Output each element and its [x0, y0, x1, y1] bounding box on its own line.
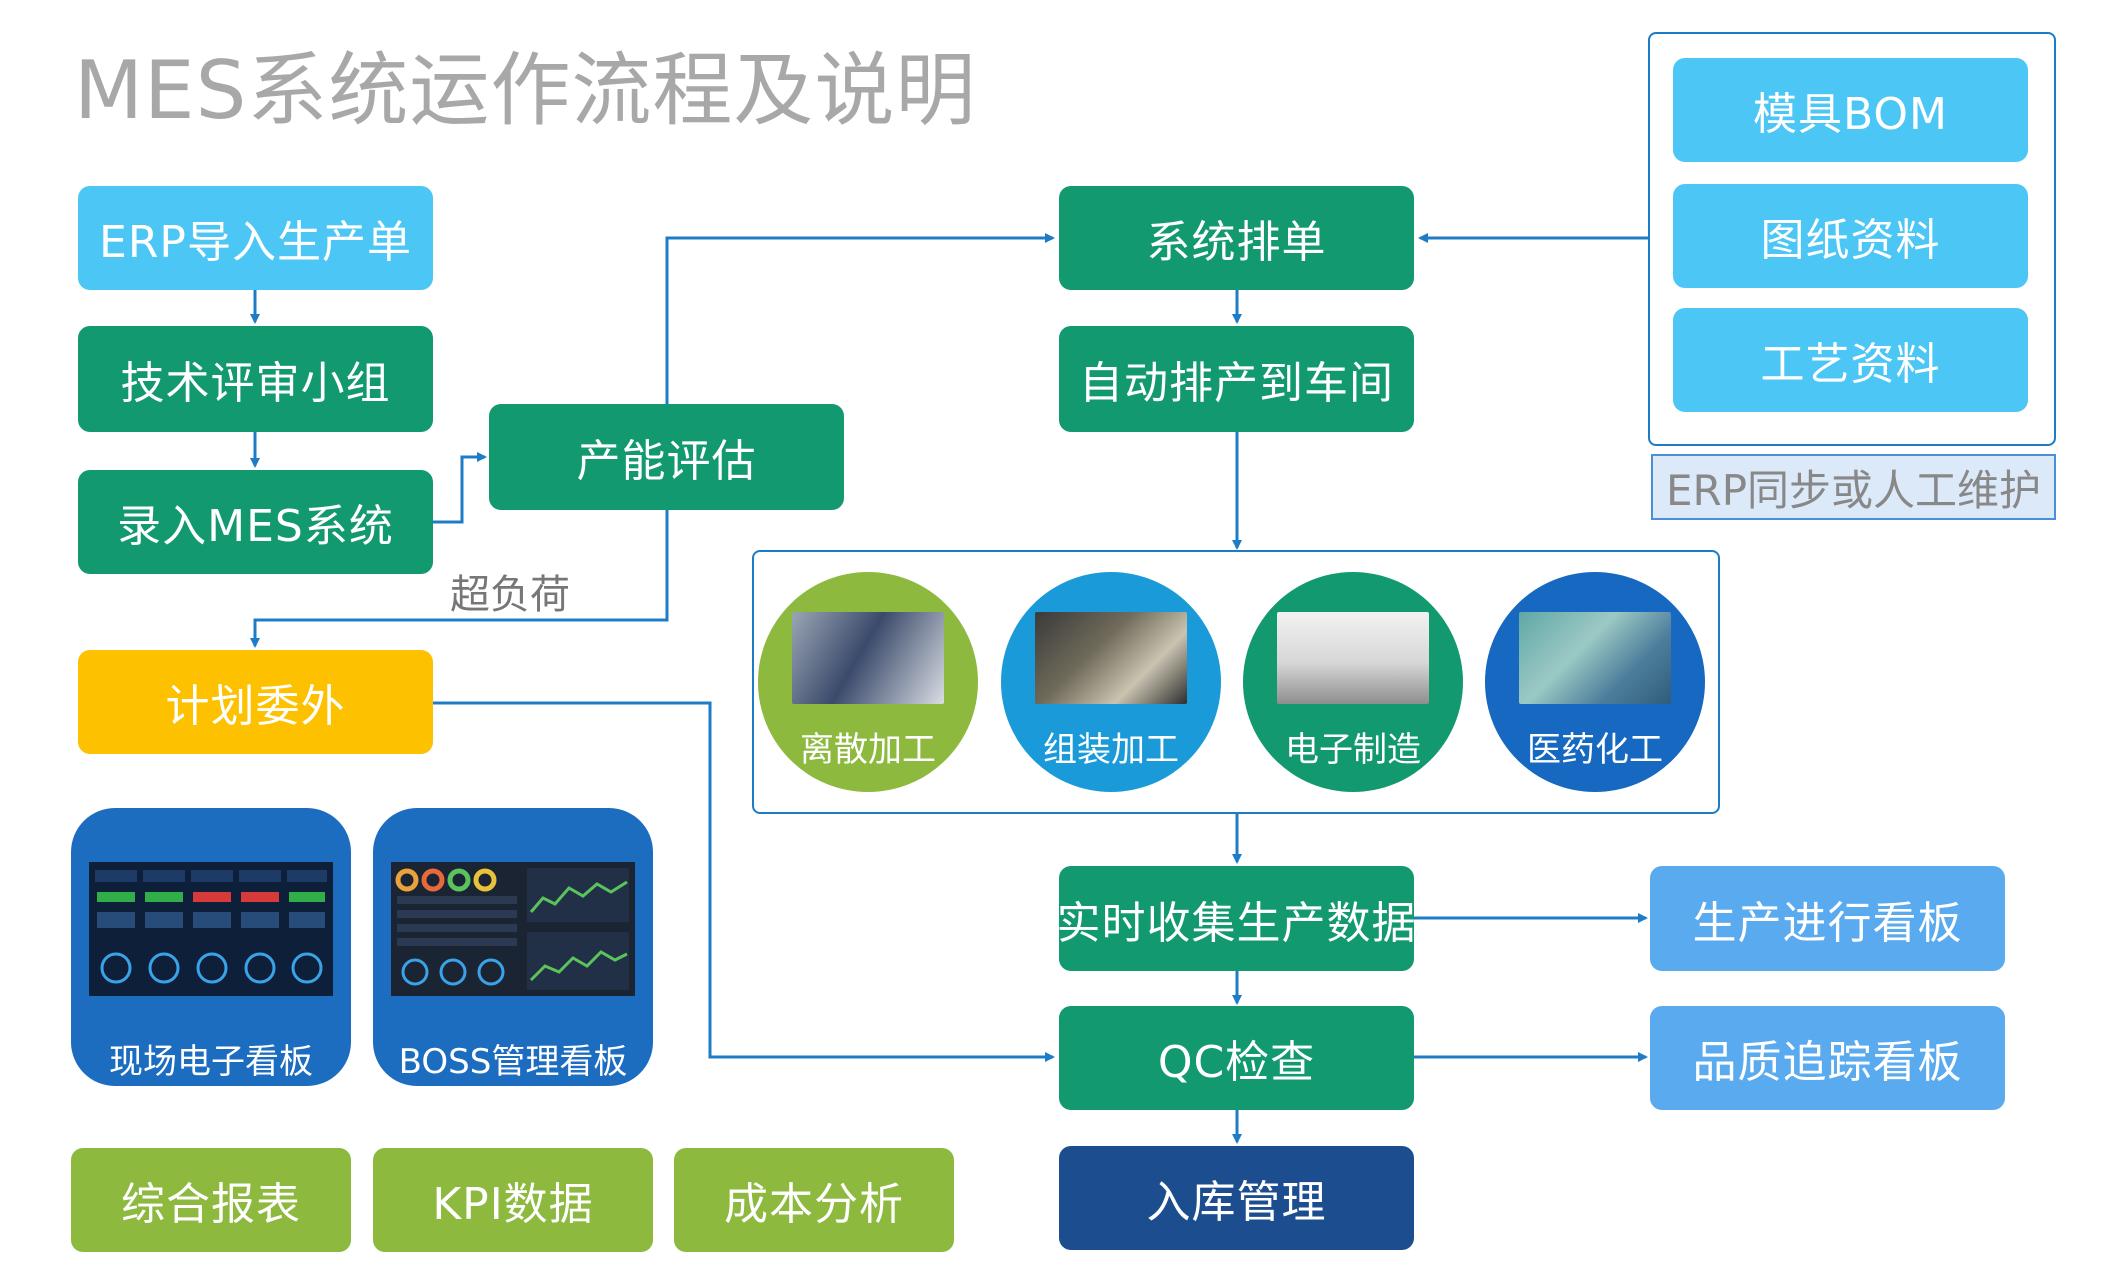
outsource-box: 计划委外: [78, 650, 433, 754]
tech-review-box: 技术评审小组: [78, 326, 433, 432]
resources-frame: [1648, 32, 2056, 446]
report-kpi: KPI数据: [373, 1148, 653, 1252]
arrow-mes-to-capacity: [433, 452, 487, 524]
onsite-dashboard-card: 现场电子看板: [71, 808, 351, 1086]
workshop-frame: [752, 550, 1720, 814]
warehouse-box: 入库管理: [1059, 1146, 1414, 1250]
quality-board: 品质追踪看板: [1650, 1006, 2005, 1110]
boss-dashboard-card: BOSS管理看板: [373, 808, 653, 1086]
page-title: MES系统运作流程及说明: [74, 44, 977, 137]
industry-label: 组装加工: [1043, 730, 1179, 770]
assembly-line-image: [1035, 612, 1187, 704]
auto-dispatch-box: 自动排产到车间: [1059, 326, 1414, 432]
mes-entry-box: 录入MES系统: [78, 470, 433, 574]
industry-discrete: 离散加工: [758, 572, 978, 792]
production-board: 生产进行看板: [1650, 866, 2005, 971]
arrow-capacity-to-scheduling: [665, 233, 1055, 404]
reflow-oven-image: [1277, 612, 1429, 704]
industry-label: 电子制造: [1285, 730, 1421, 770]
erp-import-box: ERP导入生产单: [78, 186, 433, 290]
onsite-dashboard-screen: [89, 862, 333, 996]
dashboard-label: BOSS管理看板: [398, 1042, 628, 1082]
capacity-box: 产能评估: [489, 404, 844, 510]
qc-box: QC检查: [1059, 1006, 1414, 1110]
industry-label: 离散加工: [800, 730, 936, 770]
resources-note: ERP同步或人工维护: [1651, 454, 2056, 520]
industry-pharma: 医药化工: [1485, 572, 1705, 792]
gauge-grid-graphic: [95, 870, 327, 984]
machine-image: [792, 612, 944, 704]
report-cost: 成本分析: [674, 1148, 954, 1252]
industry-electronics: 电子制造: [1243, 572, 1463, 792]
resource-mold-bom: 模具BOM: [1673, 58, 2028, 162]
scheduling-box: 系统排单: [1059, 186, 1414, 290]
industry-label: 医药化工: [1527, 730, 1663, 770]
report-summary: 综合报表: [71, 1148, 351, 1252]
management-panel-graphic: [395, 868, 629, 990]
surgery-image: [1519, 612, 1671, 704]
dashboard-label: 现场电子看板: [109, 1042, 313, 1082]
overload-label: 超负荷: [450, 572, 570, 618]
industry-assembly: 组装加工: [1001, 572, 1221, 792]
arrow-outsource-to-qc: [433, 701, 1055, 1062]
collect-data-box: 实时收集生产数据: [1057, 866, 1416, 971]
resource-drawings: 图纸资料: [1673, 184, 2028, 288]
resource-process: 工艺资料: [1673, 308, 2028, 412]
arrow-overload-to-outsource: [250, 510, 669, 648]
boss-dashboard-screen: [391, 862, 635, 996]
